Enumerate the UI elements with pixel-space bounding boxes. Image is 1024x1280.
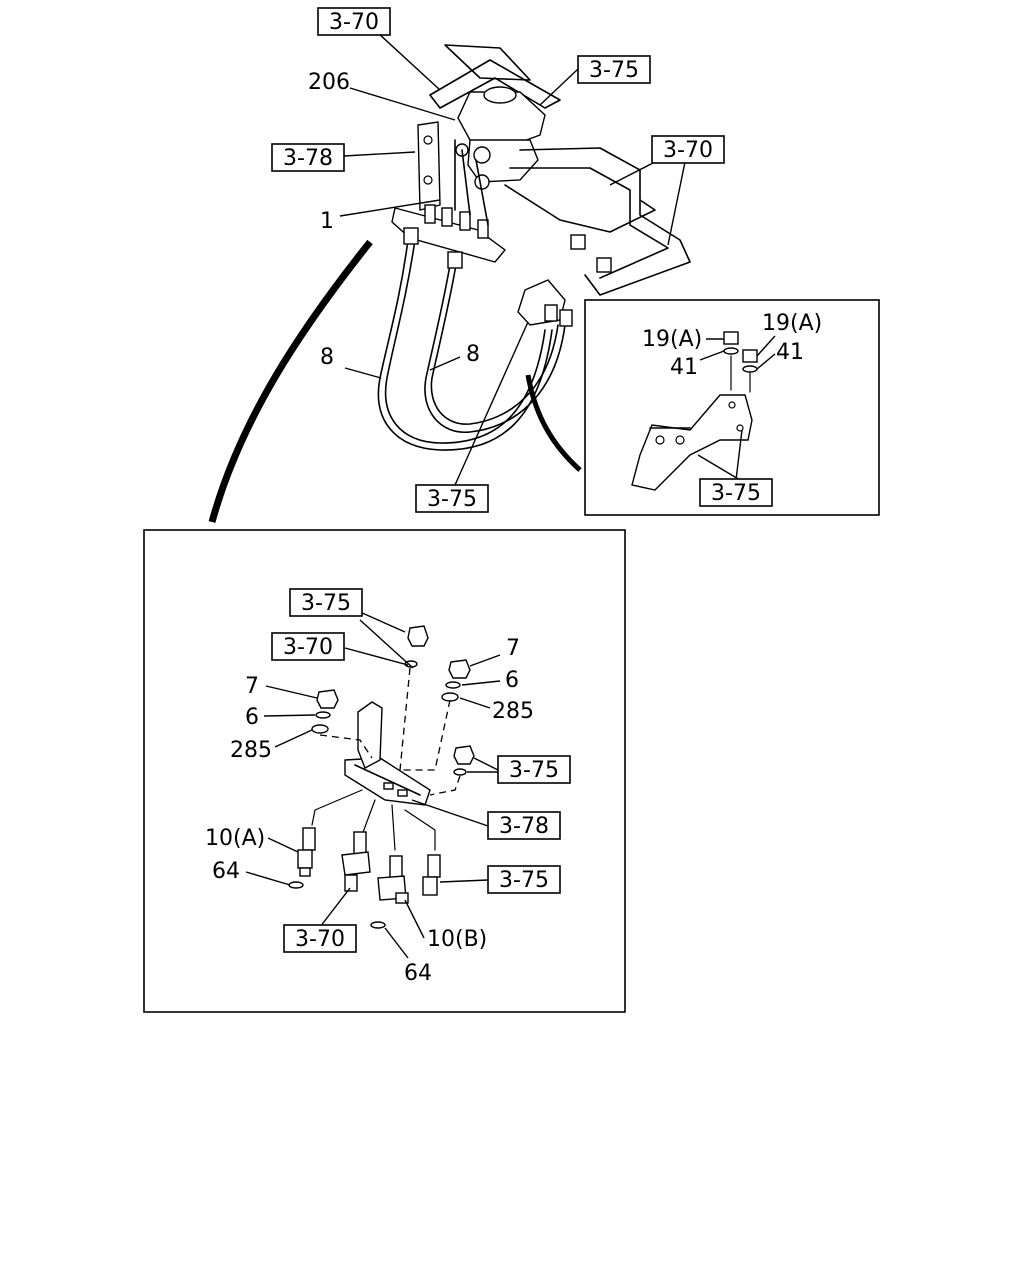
inset-pointer-curve (525, 374, 582, 472)
part-label-10b: 10(B) (427, 927, 487, 952)
detail-pointer-curve (208, 239, 373, 523)
part-label-8-left: 8 (320, 345, 334, 370)
svg-text:3-75: 3-75 (711, 481, 761, 506)
svg-text:3-75: 3-75 (499, 868, 549, 893)
svg-text:3-70: 3-70 (663, 138, 713, 163)
part-label-19a-right: 19(A) (762, 311, 822, 336)
part-label-41-left: 41 (670, 355, 698, 380)
part-label-7-right: 7 (506, 636, 520, 661)
top-callout-3-70-a: 3-70 (317, 7, 391, 36)
part-label-6-left: 6 (245, 705, 259, 730)
detail-callout-3-70-a: 3-70 (271, 632, 345, 661)
part-label-206: 206 (308, 70, 350, 95)
part-label-1: 1 (320, 209, 334, 234)
part-label-8-right: 8 (466, 342, 480, 367)
part-label-64-bottom: 64 (404, 961, 432, 986)
top-callout-3-78: 3-78 (271, 143, 345, 172)
inset-leader-lines (697, 335, 776, 481)
svg-text:3-75: 3-75 (589, 58, 639, 83)
fitting-detail-drawing (288, 625, 475, 929)
part-label-10a: 10(A) (205, 826, 265, 851)
svg-text:3-75: 3-75 (509, 758, 559, 783)
part-label-64-left: 64 (212, 859, 240, 884)
fitting-detail-frame (143, 529, 626, 1013)
detail-callout-3-75-a: 3-75 (289, 588, 363, 617)
detail-callout-3-78: 3-78 (487, 811, 561, 840)
part-label-7-left: 7 (245, 674, 259, 699)
detail-callout-3-75-c: 3-75 (487, 865, 561, 894)
part-label-19a-left: 19(A) (642, 327, 702, 352)
top-callout-3-75-a: 3-75 (577, 55, 651, 84)
part-label-6-right: 6 (505, 668, 519, 693)
detail-callout-3-75-b: 3-75 (497, 755, 571, 784)
top-callout-3-70-b: 3-70 (651, 135, 725, 164)
svg-text:3-75: 3-75 (301, 591, 351, 616)
bracket-inset-drawing (631, 331, 758, 491)
valve-assembly-drawing (377, 44, 691, 451)
bracket-inset-frame (584, 299, 880, 516)
detail-callout-3-70-b: 3-70 (283, 924, 357, 953)
part-label-41-right: 41 (776, 340, 804, 365)
inset-callout-3-75: 3-75 (699, 478, 773, 507)
svg-text:3-70: 3-70 (329, 10, 379, 35)
svg-text:3-70: 3-70 (283, 635, 333, 660)
part-label-285-left: 285 (230, 738, 272, 763)
svg-text:3-78: 3-78 (499, 814, 549, 839)
svg-text:3-70: 3-70 (295, 927, 345, 952)
top-leader-lines (339, 32, 686, 486)
part-label-285-right: 285 (492, 699, 534, 724)
top-callout-3-75-b: 3-75 (415, 484, 489, 513)
detail-leader-lines (245, 611, 501, 959)
svg-text:3-78: 3-78 (283, 146, 333, 171)
svg-text:3-75: 3-75 (427, 487, 477, 512)
